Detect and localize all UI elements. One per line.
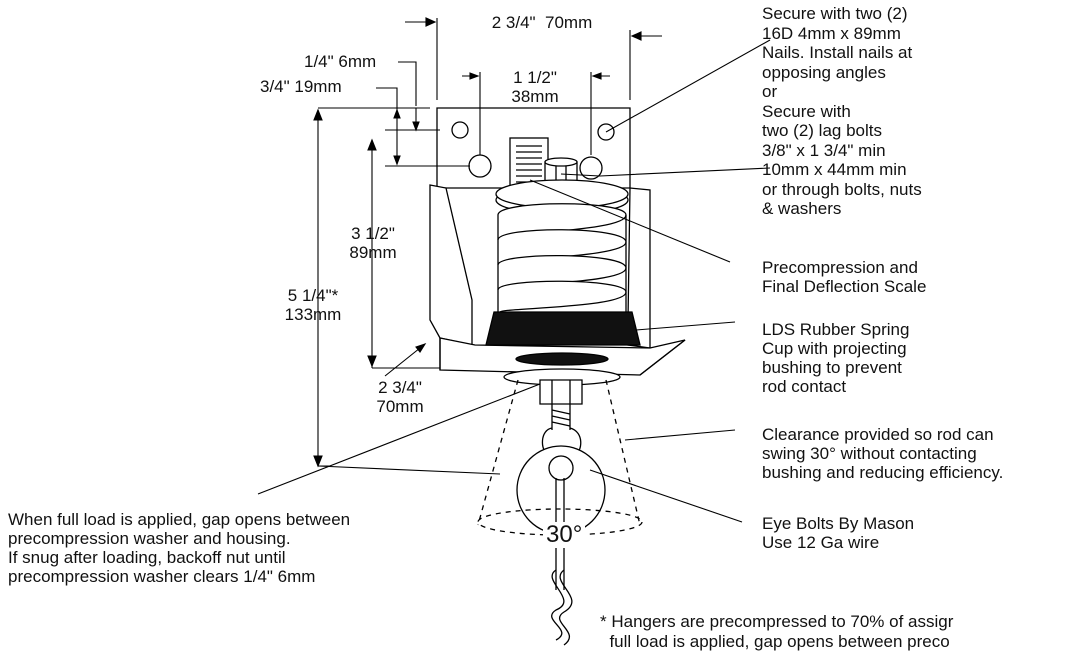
- dim-hole-offset: 3/4" 19mm: [260, 77, 342, 96]
- dim-top-width: 2 3/4" 70mm: [491, 13, 593, 32]
- callout-gap: When full load is applied, gap opens bet…: [8, 510, 351, 586]
- swing-angle-label: 30°: [543, 522, 586, 548]
- lag-hole-right: [579, 156, 603, 180]
- callout-eye-bolt: Eye Bolts By Mason Use 12 Ga wire: [762, 514, 915, 552]
- callout-scale: Precompression and Final Deflection Scal…: [762, 258, 927, 296]
- callout-nails: Secure with two (2) 16D 4mm x 89mm Nails…: [762, 4, 922, 218]
- lower-nut: [539, 379, 583, 405]
- dim-inner-height: 3 1/2" 89mm: [349, 224, 397, 262]
- housing-left-wall: [429, 184, 473, 346]
- clearance-cone-left: [477, 379, 519, 526]
- nail-hole-left: [451, 121, 469, 139]
- dim-hole-spacing: 1 1/2" 38mm: [511, 68, 559, 106]
- callout-cup: LDS Rubber Spring Cup with projecting bu…: [762, 320, 910, 396]
- lower-washer: [515, 352, 609, 366]
- dim-overall-height: 5 1/4"* 133mm: [284, 286, 342, 324]
- footnote: * Hangers are precompressed to 70% of as…: [600, 612, 954, 651]
- housing-right-wall: [627, 187, 651, 349]
- rubber-cup: [485, 311, 641, 346]
- clearance-cone-right: [605, 379, 641, 526]
- nail-hole-right: [597, 123, 615, 141]
- spring-coils: [497, 203, 627, 313]
- dim-base-width: 2 3/4" 70mm: [376, 378, 424, 416]
- callout-clearance: Clearance provided so rod can swing 30° …: [762, 425, 1004, 482]
- dim-small-offset: 1/4" 6mm: [304, 52, 377, 71]
